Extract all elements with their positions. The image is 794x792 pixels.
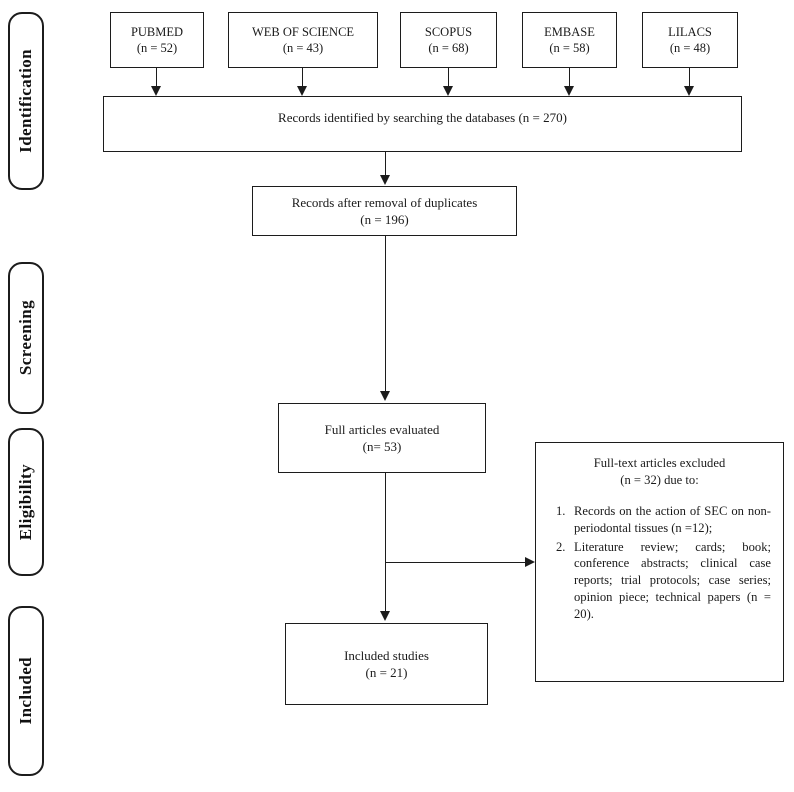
source-count-web-of-science: (n = 43): [282, 41, 324, 55]
excluded-reason-number: 2.: [556, 539, 566, 554]
excluded-reason-number: 1.: [556, 503, 566, 518]
excluded-reason-text: Records on the action of SEC on non-peri…: [574, 503, 771, 535]
full-articles-evaluated-text: Full articles evaluated: [324, 421, 440, 437]
connector-evaluated-to-included: [385, 473, 386, 613]
stage-label-eligibility: Eligibility: [16, 463, 35, 541]
arrowhead-excluded: [525, 557, 535, 567]
connector-identified-to-duplicates: [385, 152, 386, 175]
excluded-articles-box: Full-text articles excluded (n = 32) due…: [535, 442, 784, 682]
source-box-scopus: SCOPUS (n = 68): [400, 12, 497, 68]
included-studies-count: (n = 21): [365, 665, 408, 680]
arrowhead-duplicates: [380, 175, 390, 185]
connector-duplicates-to-evaluated: [385, 236, 386, 391]
records-identified-box: Records identified by searching the data…: [103, 96, 742, 152]
excluded-subheading-text: (n = 32) due to:: [620, 472, 699, 487]
source-count-scopus: (n = 68): [428, 41, 469, 55]
excluded-reason-item: 1. Records on the action of SEC on non-p…: [548, 503, 771, 537]
records-identified-count: (n = 270): [518, 110, 567, 125]
full-articles-evaluated-count: (n= 53): [362, 439, 402, 454]
source-count-lilacs: (n = 48): [669, 41, 711, 55]
source-box-web-of-science: WEB OF SCIENCE (n = 43): [228, 12, 378, 68]
arrowhead-web-of-science: [297, 86, 307, 96]
full-articles-evaluated-box: Full articles evaluated (n= 53): [278, 403, 486, 473]
source-box-embase: EMBASE (n = 58): [522, 12, 617, 68]
records-after-duplicates-count: (n = 196): [360, 212, 409, 227]
source-box-pubmed: PUBMED (n = 52): [110, 12, 204, 68]
excluded-heading-text: Full-text articles excluded: [593, 456, 726, 470]
source-name-lilacs: LILACS: [668, 24, 712, 39]
connector-embase-down: [569, 68, 570, 86]
source-name-web-of-science: WEB OF SCIENCE: [251, 24, 355, 39]
connector-web-of-science-down: [302, 68, 303, 86]
arrowhead-pubmed: [151, 86, 161, 96]
excluded-reasons-list: 1. Records on the action of SEC on non-p…: [548, 503, 771, 623]
stage-pill-eligibility: Eligibility: [8, 428, 44, 576]
records-after-duplicates-box: Records after removal of duplicates (n =…: [252, 186, 517, 236]
arrowhead-included: [380, 611, 390, 621]
connector-scopus-down: [448, 68, 449, 86]
source-name-pubmed: PUBMED: [130, 24, 184, 39]
source-name-embase: EMBASE: [544, 24, 595, 39]
connector-pubmed-down: [156, 68, 157, 86]
stage-pill-included: Included: [8, 606, 44, 776]
included-studies-box: Included studies (n = 21): [285, 623, 488, 705]
records-identified-text: Records identified by searching the data…: [278, 110, 516, 125]
arrowhead-scopus: [443, 86, 453, 96]
stage-pill-identification: Identification: [8, 12, 44, 190]
included-studies-text: Included studies: [344, 647, 429, 663]
connector-lilacs-down: [689, 68, 690, 86]
stage-pill-screening: Screening: [8, 262, 44, 414]
source-count-pubmed: (n = 52): [136, 41, 178, 55]
excluded-reason-text: Literature review; cards; book; conferen…: [574, 539, 771, 622]
connector-evaluated-to-excluded: [386, 562, 526, 563]
stage-label-included: Included: [16, 657, 35, 725]
excluded-reason-item: 2. Literature review; cards; book; confe…: [548, 539, 771, 623]
source-name-scopus: SCOPUS: [424, 24, 473, 39]
arrowhead-embase: [564, 86, 574, 96]
source-box-lilacs: LILACS (n = 48): [642, 12, 738, 68]
stage-label-identification: Identification: [16, 49, 35, 153]
excluded-heading: Full-text articles excluded (n = 32) due…: [548, 455, 771, 489]
arrowhead-lilacs: [684, 86, 694, 96]
arrowhead-evaluated: [380, 391, 390, 401]
stage-label-screening: Screening: [16, 300, 35, 376]
records-after-duplicates-text: Records after removal of duplicates: [291, 194, 478, 210]
source-count-embase: (n = 58): [549, 41, 590, 55]
